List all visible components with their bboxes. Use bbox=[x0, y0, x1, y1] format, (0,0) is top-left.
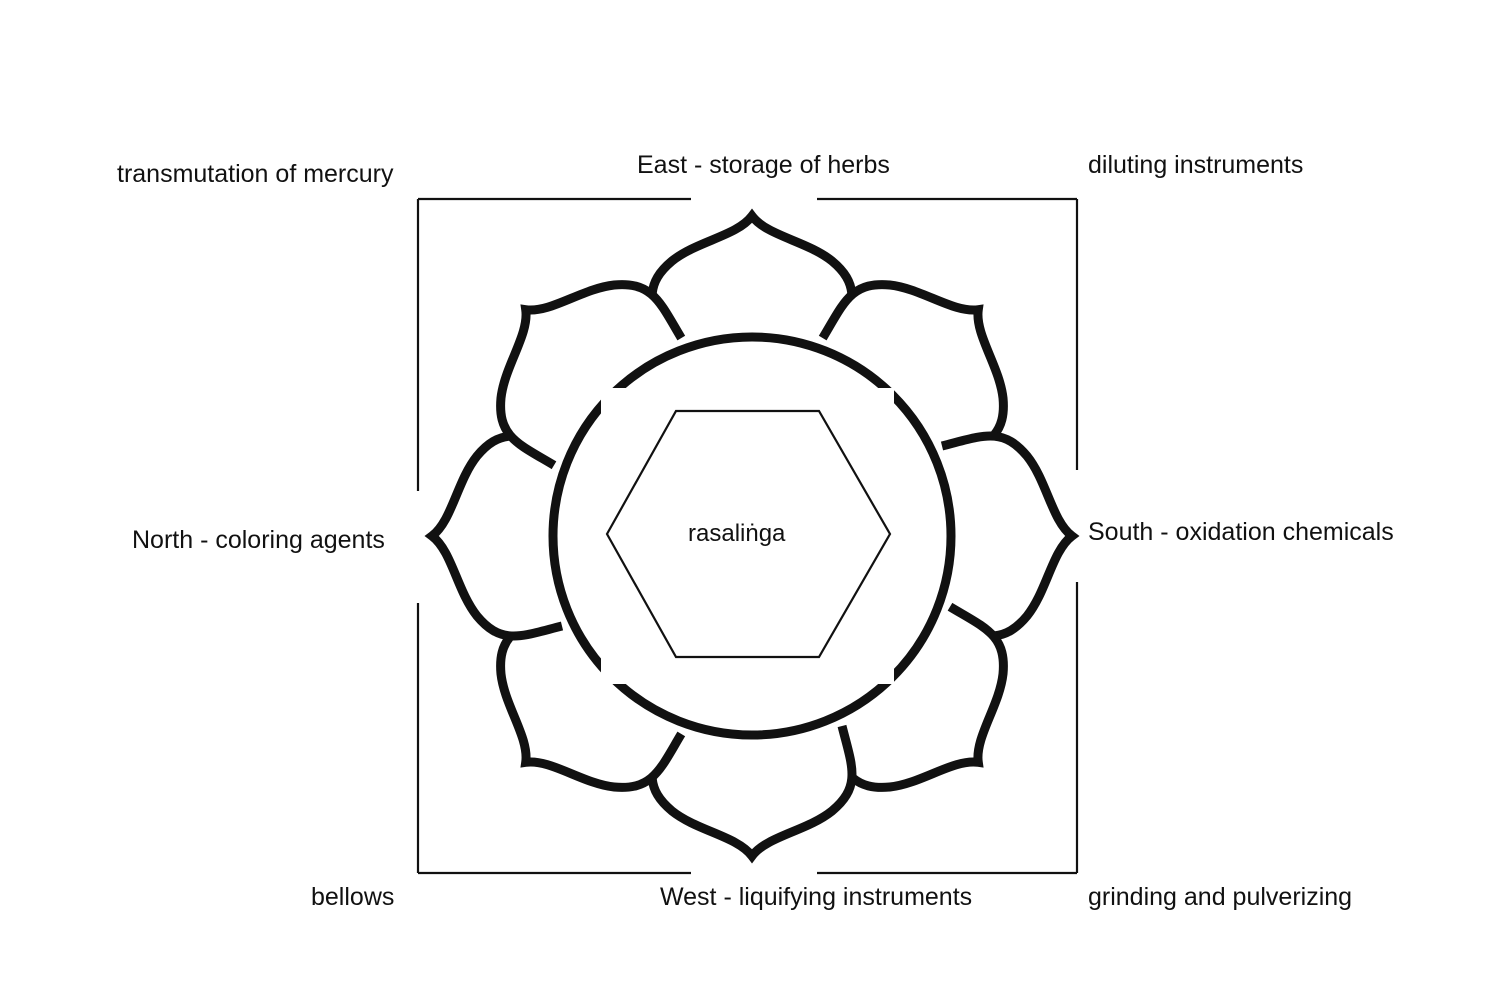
lotus-petal-7 bbox=[424, 431, 564, 641]
lotus-petal-6 bbox=[496, 602, 686, 792]
direction-label-west: West - liquifying instruments bbox=[660, 883, 973, 911]
lotus-petal-1 bbox=[647, 208, 857, 348]
center-label-rasalinga: rasaliṅga bbox=[688, 520, 786, 547]
lotus-petal-8 bbox=[496, 280, 686, 470]
corner-label-top-right: diluting instruments bbox=[1088, 151, 1304, 179]
outer-frame bbox=[416, 197, 1079, 875]
lotus-petals bbox=[424, 208, 1080, 864]
lotus-petal-4 bbox=[818, 602, 1008, 792]
direction-label-north: North - coloring agents bbox=[132, 526, 385, 554]
corner-label-bottom-right: grinding and pulverizing bbox=[1088, 883, 1353, 911]
lotus-petal-5 bbox=[647, 724, 857, 864]
corner-label-bottom-left: bellows bbox=[311, 883, 395, 911]
lotus-petal-2 bbox=[818, 280, 1008, 470]
lotus-petal-3 bbox=[940, 431, 1080, 641]
central-hexagon bbox=[605, 409, 892, 659]
direction-label-south: South - oxidation chemicals bbox=[1088, 518, 1394, 546]
corner-label-top-left: transmutation of mercury bbox=[117, 160, 394, 188]
inner-cutout-box bbox=[601, 388, 894, 684]
direction-label-east: East - storage of herbs bbox=[637, 151, 890, 179]
